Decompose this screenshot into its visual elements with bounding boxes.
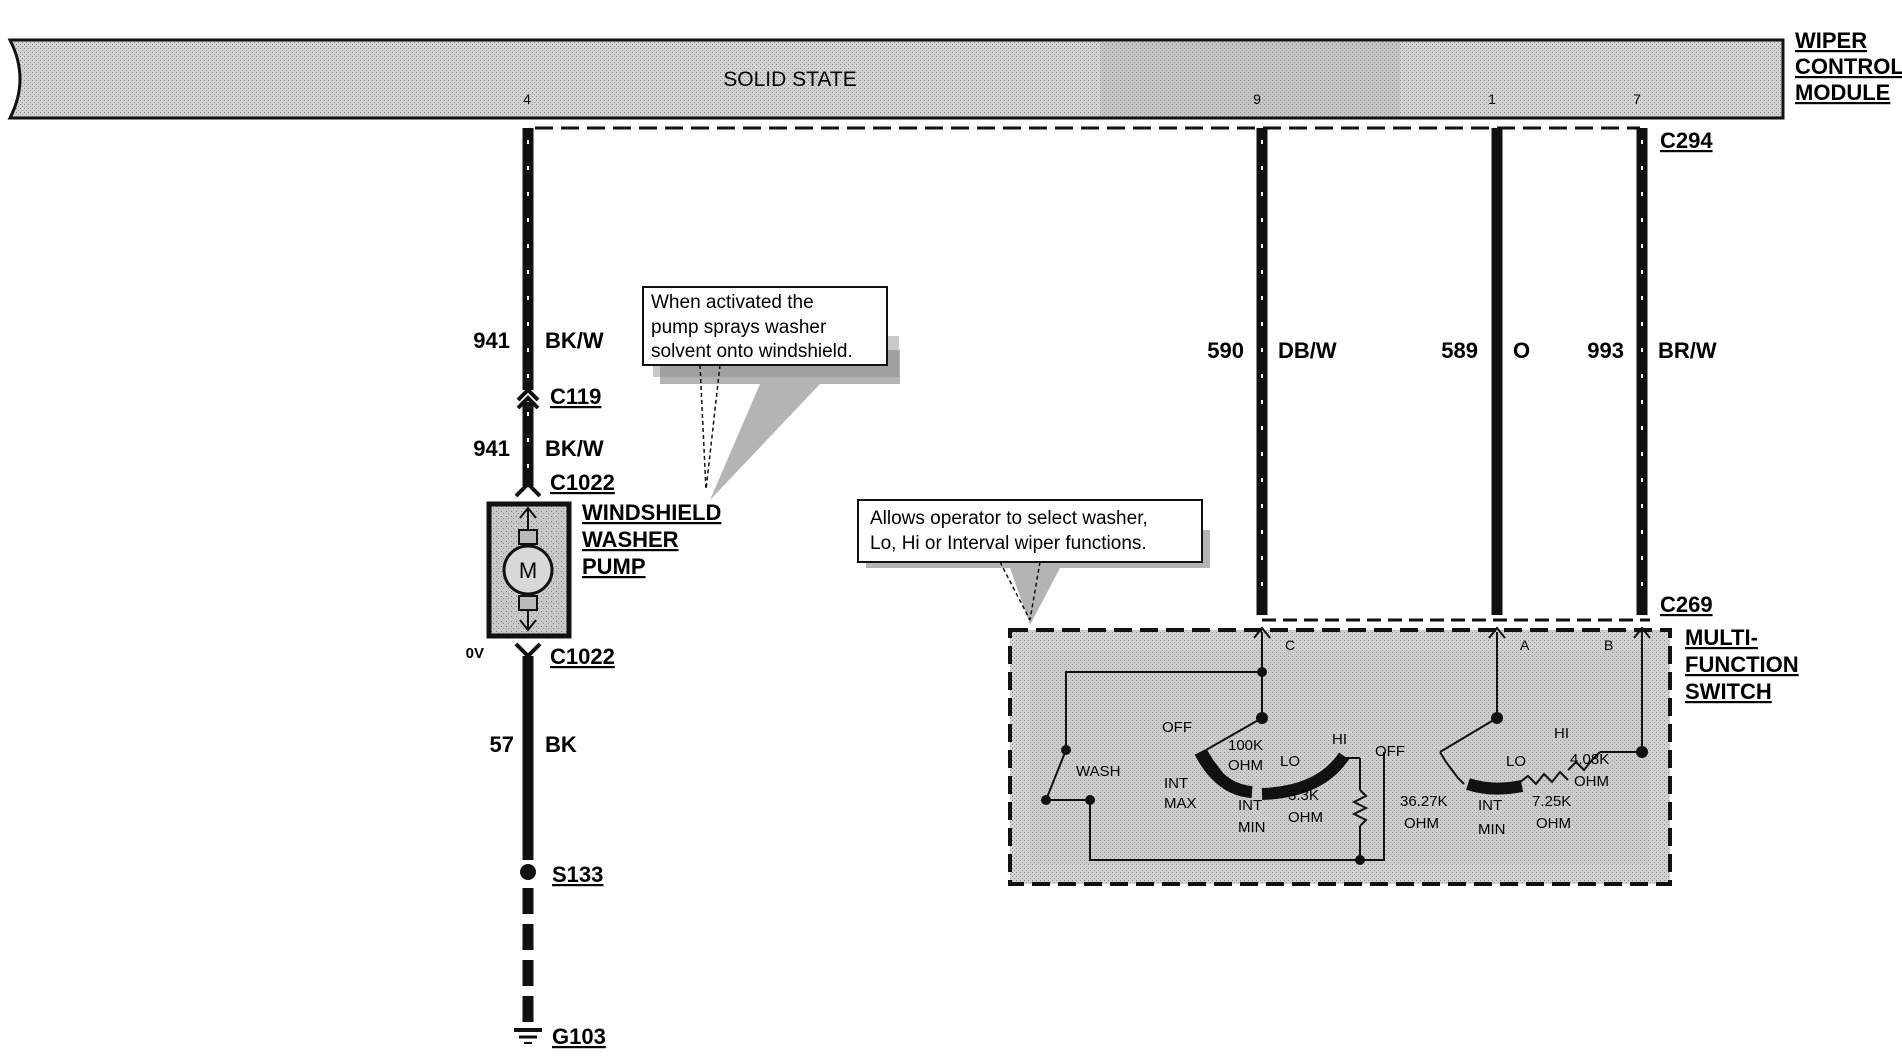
label-int-max-a: INT	[1164, 775, 1188, 792]
module-name-line-3: MODULE	[1795, 80, 1890, 105]
pump-note-callout: When activated the pump sprays washer so…	[642, 286, 900, 500]
s133-label: S133	[552, 862, 603, 887]
label-off-left: OFF	[1162, 719, 1192, 736]
switch-name-line-1: MULTI-	[1685, 625, 1758, 650]
wire-57-color: BK	[545, 732, 577, 757]
module-pin-9: 9	[1253, 91, 1261, 107]
switch-pin-b: B	[1604, 637, 1613, 653]
pump-name-line-1: WINDSHIELD	[582, 500, 721, 525]
wire-941-top-color: BK/W	[545, 328, 604, 353]
label-36-27k-b: OHM	[1404, 815, 1439, 832]
wire-941-top-num: 941	[473, 328, 510, 353]
c294-label: C294	[1660, 128, 1713, 153]
label-4-08k-b: OHM	[1574, 773, 1609, 790]
module-shade-band	[1100, 42, 1400, 116]
label-3-3k-b: OHM	[1288, 809, 1323, 826]
label-int-min-right-b: MIN	[1478, 821, 1506, 838]
c1022-bottom-label: C1022	[550, 644, 615, 669]
label-3-3k-a: 3.3K	[1288, 787, 1319, 804]
switch-note-line-1: Allows operator to select washer,	[870, 508, 1148, 529]
label-int-min-right-a: INT	[1478, 797, 1502, 814]
label-hi-left: HI	[1332, 731, 1347, 748]
label-int-min-left-b: MIN	[1238, 819, 1266, 836]
module-pin-1: 1	[1488, 91, 1496, 107]
switch-note-leader	[999, 561, 1031, 621]
wire-589-color: O	[1513, 338, 1530, 363]
label-36-27k-a: 36.27K	[1400, 793, 1448, 810]
c269-label: C269	[1660, 592, 1713, 617]
module-pin-7: 7	[1633, 91, 1641, 107]
label-int-min-left-a: INT	[1238, 797, 1262, 814]
pump-note-box	[642, 286, 888, 366]
label-lo-left: LO	[1280, 753, 1300, 770]
wire-941-mid-num: 941	[473, 436, 510, 461]
label-lo-right: LO	[1506, 753, 1526, 770]
switch-note-callout: Allows operator to select washer, Lo, Hi…	[857, 499, 1210, 625]
c1022-top-label: C1022	[550, 470, 615, 495]
module-name-line-2: CONTROL	[1795, 54, 1902, 79]
pump-note-line-2: pump sprays washer	[651, 317, 827, 338]
switch-feed-wires: 590 DB/W 589 O 993 BR/W C269	[1207, 128, 1717, 622]
wire-590-color: DB/W	[1278, 338, 1337, 363]
c1022-bottom-connector	[514, 642, 542, 659]
wiper-control-module: SOLID STATE 4 9 1 7 WIPER CONTROL MODULE	[7, 28, 1902, 120]
label-off-right: OFF	[1375, 743, 1405, 760]
motor-letter: M	[519, 558, 537, 583]
right-contact-arc	[1466, 778, 1524, 795]
module-pin-4: 4	[523, 91, 531, 107]
c1022-top-connector	[514, 481, 542, 498]
c119-label: C119	[550, 384, 601, 409]
switch-name-line-2: FUNCTION	[1685, 652, 1799, 677]
pump-circuit: 941 BK/W C119 941 BK/W C1022 M WINDSHIEL…	[466, 128, 721, 1049]
wire-993-color: BR/W	[1658, 338, 1717, 363]
c119-connector	[516, 387, 540, 402]
wire-589-num: 589	[1441, 338, 1478, 363]
pump-note-line-3: solvent onto windshield.	[651, 341, 853, 362]
module-label: SOLID STATE	[723, 68, 856, 91]
label-100k-b: OHM	[1228, 757, 1263, 774]
pump-name-line-3: PUMP	[582, 554, 646, 579]
wire-941-mid-color: BK/W	[545, 436, 604, 461]
left-lo-hi-arc	[1261, 752, 1349, 800]
motor-symbol	[502, 544, 554, 596]
left-contact-arc	[1194, 749, 1253, 798]
s133-splice	[520, 864, 536, 880]
module-name-line-1: WIPER	[1795, 28, 1867, 53]
label-4-08k-a: 4.08K	[1570, 751, 1609, 768]
label-7-25k-b: OHM	[1536, 815, 1571, 832]
switch-pin-c: C	[1285, 637, 1295, 653]
label-wash: WASH	[1076, 763, 1120, 780]
g103-label: G103	[552, 1024, 606, 1049]
switch-note-box	[857, 499, 1203, 563]
pump-name-line-2: WASHER	[582, 527, 679, 552]
multi-function-switch: C A B MULTI- FUNCTION SWITCH	[1008, 625, 1799, 886]
pump-voltage: 0V	[466, 645, 484, 662]
pump-note-line-1: When activated the	[651, 292, 814, 313]
label-7-25k-a: 7.25K	[1532, 793, 1571, 810]
switch-note-line-2: Lo, Hi or Interval wiper functions.	[870, 533, 1147, 554]
g103-ground-icon	[514, 1028, 542, 1044]
module-body	[7, 38, 1785, 120]
label-int-max-b: MAX	[1164, 795, 1197, 812]
switch-name-line-3: SWITCH	[1685, 679, 1772, 704]
washer-pump: M	[486, 501, 572, 639]
label-hi-right: HI	[1554, 725, 1569, 742]
wire-57-num: 57	[490, 732, 514, 757]
wire-993-num: 993	[1587, 338, 1624, 363]
switch-pin-a: A	[1520, 637, 1530, 653]
label-100k-a: 100K	[1228, 737, 1263, 754]
wire-590-num: 590	[1207, 338, 1244, 363]
